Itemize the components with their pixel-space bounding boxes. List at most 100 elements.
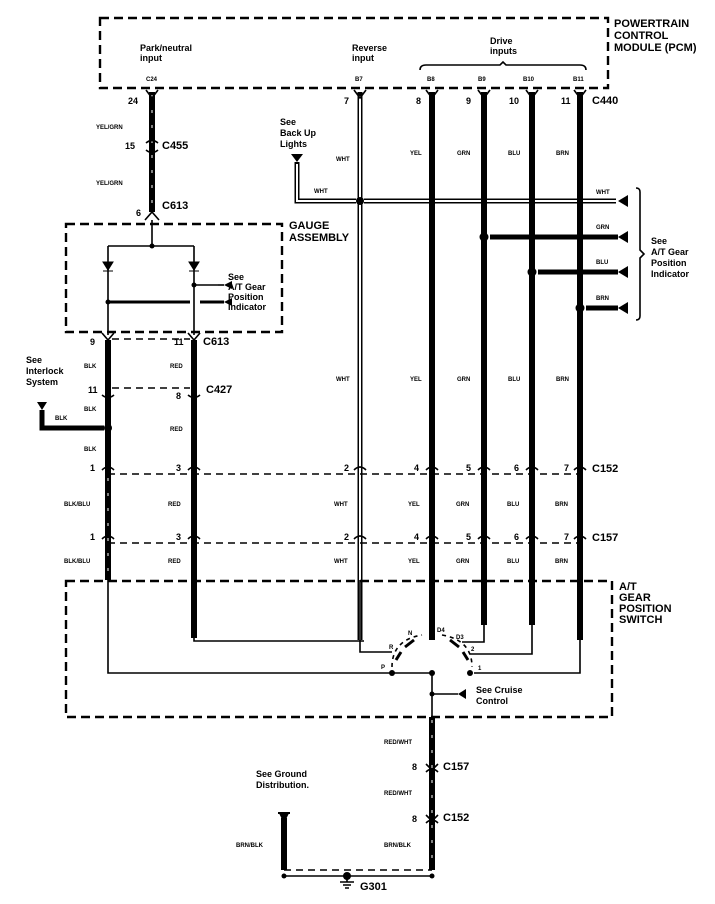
- c613-top-connector-symbol: [144, 210, 160, 221]
- blu-indicator-arrow-icon: [618, 266, 628, 278]
- c152-pin-3: 3: [176, 463, 181, 473]
- wire-color-blk-blu-2: BLK/BLU: [64, 559, 90, 565]
- c157-pin-4: 4: [414, 532, 419, 542]
- diode-left-icon: [102, 261, 114, 272]
- at-switch-label-3: POSITION: [619, 603, 672, 615]
- grn-indicator-branch: [479, 231, 628, 243]
- wht-reverse-wire: [353, 89, 367, 640]
- wht-indicator-arrow-icon: [618, 195, 628, 207]
- c613-bottom-pin-9: 9: [90, 337, 95, 347]
- wire-color-blk-interlock: BLK: [55, 416, 68, 422]
- c427-pin-8: 8: [176, 391, 181, 401]
- right-note-4: Indicator: [651, 269, 690, 279]
- brn-wire: [573, 89, 587, 640]
- terminal-c24: C24: [146, 77, 158, 83]
- at-switch-box: [64, 579, 614, 719]
- wire-color-wht-1: WHT: [336, 157, 350, 163]
- right-note-2: A/T Gear: [651, 247, 689, 257]
- at-switch-internal: [107, 580, 581, 717]
- wire-color-wht-2: WHT: [336, 377, 350, 383]
- interlock-note-3: System: [26, 377, 58, 387]
- wire-color-grn-3: GRN: [456, 502, 469, 508]
- c157-pin-3: 3: [176, 532, 181, 542]
- drive-inputs-label-2: inputs: [490, 46, 517, 56]
- gauge-arrow-1-icon: [224, 281, 232, 289]
- wire-color-red-4: RED: [168, 559, 181, 565]
- switch-position-d4: D4: [437, 628, 445, 634]
- c440-pin-8: 8: [416, 96, 421, 106]
- gauge-note-3: Position: [228, 292, 264, 302]
- wire-color-grn-2: GRN: [457, 377, 470, 383]
- grn-indicator-arrow-icon: [618, 231, 628, 243]
- at-switch-label-4: SWITCH: [619, 614, 662, 626]
- ground-note-1: See Ground: [256, 769, 307, 779]
- switch-position-d3: D3: [456, 635, 464, 641]
- c157-label: C157: [592, 532, 618, 544]
- c613-bottom-pin-11: 11: [174, 337, 184, 347]
- pcm-box: [98, 16, 610, 90]
- c613-bottom-label: C613: [203, 336, 229, 348]
- pcm-label-line-3: MODULE (PCM): [614, 42, 697, 54]
- c152-label: C152: [592, 463, 618, 475]
- wht-indicator-wire: [364, 195, 628, 207]
- at-switch-label-1: A/T: [619, 581, 637, 593]
- backup-lights-branch: [291, 154, 364, 205]
- c613-top-pin: 6: [136, 208, 141, 218]
- terminal-b8: B8: [427, 77, 435, 83]
- wire-color-blk-1: BLK: [84, 364, 97, 370]
- gauge-note-1: See: [228, 272, 244, 282]
- wire-color-grn-4: GRN: [456, 559, 469, 565]
- c613-top-label: C613: [162, 200, 188, 212]
- switch-position-2: 2: [471, 647, 475, 653]
- g301-label: G301: [360, 881, 387, 893]
- switch-position-p: P: [381, 665, 385, 671]
- terminal-b7: B7: [355, 77, 363, 83]
- wire-color-brn-1: BRN: [556, 151, 569, 157]
- c157-pin-5: 5: [466, 532, 471, 542]
- c157-lower-symbol: [425, 763, 439, 773]
- wire-color-wht-backup: WHT: [314, 189, 328, 195]
- ground-distribution-branch: [278, 812, 435, 879]
- park-neutral-input-label-2: input: [140, 53, 162, 63]
- gauge-assembly-label-1: GAUGE: [289, 220, 329, 232]
- drive-inputs-bracket: [419, 60, 587, 71]
- wire-color-blk-3: BLK: [84, 447, 97, 453]
- c152-lower-label: C152: [443, 812, 469, 824]
- wire-color-yel-3: YEL: [408, 502, 420, 508]
- switch-position-1: 1: [478, 666, 482, 672]
- right-note-3: Position: [651, 258, 687, 268]
- backup-note-3: Lights: [280, 139, 307, 149]
- cruise-note-2: Control: [476, 696, 508, 706]
- c157-connector: [101, 535, 587, 544]
- wire-color-yel-2: YEL: [410, 377, 422, 383]
- wire-color-red-2: RED: [170, 427, 183, 433]
- wire-color-red-1: RED: [170, 364, 183, 370]
- c427-pin-11: 11: [88, 385, 98, 395]
- gauge-assembly-label-2: ASSEMBLY: [289, 232, 350, 244]
- wire-color-yel-4: YEL: [408, 559, 420, 565]
- brn-indicator-branch: [575, 302, 628, 314]
- interlock-arrow-icon: [37, 402, 47, 410]
- switch-position-r: R: [389, 645, 394, 651]
- reverse-input-label-2: input: [352, 53, 374, 63]
- interlock-note-1: See: [26, 355, 42, 365]
- ground-note-2: Distribution.: [256, 780, 309, 790]
- c157-pin-2: 2: [344, 532, 349, 542]
- wire-color-yel-grn-2: YEL/GRN: [96, 181, 123, 187]
- c440-pin-7: 7: [344, 96, 349, 106]
- c157-lower-pin: 8: [412, 762, 417, 772]
- c440-pin-11: 11: [561, 96, 571, 106]
- c440-pin-10: 10: [509, 96, 519, 106]
- wire-color-brn-2: BRN: [556, 377, 569, 383]
- wire-color-brn-right: BRN: [596, 296, 609, 302]
- backup-note-2: Back Up: [280, 128, 317, 138]
- wire-color-blk-blu-1: BLK/BLU: [64, 502, 90, 508]
- wire-color-red-3: RED: [168, 502, 181, 508]
- c455-connector-symbol: [145, 139, 159, 154]
- c427-label: C427: [206, 384, 232, 396]
- wire-color-blu-3: BLU: [507, 502, 519, 508]
- c455-label: C455: [162, 140, 188, 152]
- brn-indicator-arrow-icon: [618, 302, 628, 314]
- wire-color-blu-1: BLU: [508, 151, 520, 157]
